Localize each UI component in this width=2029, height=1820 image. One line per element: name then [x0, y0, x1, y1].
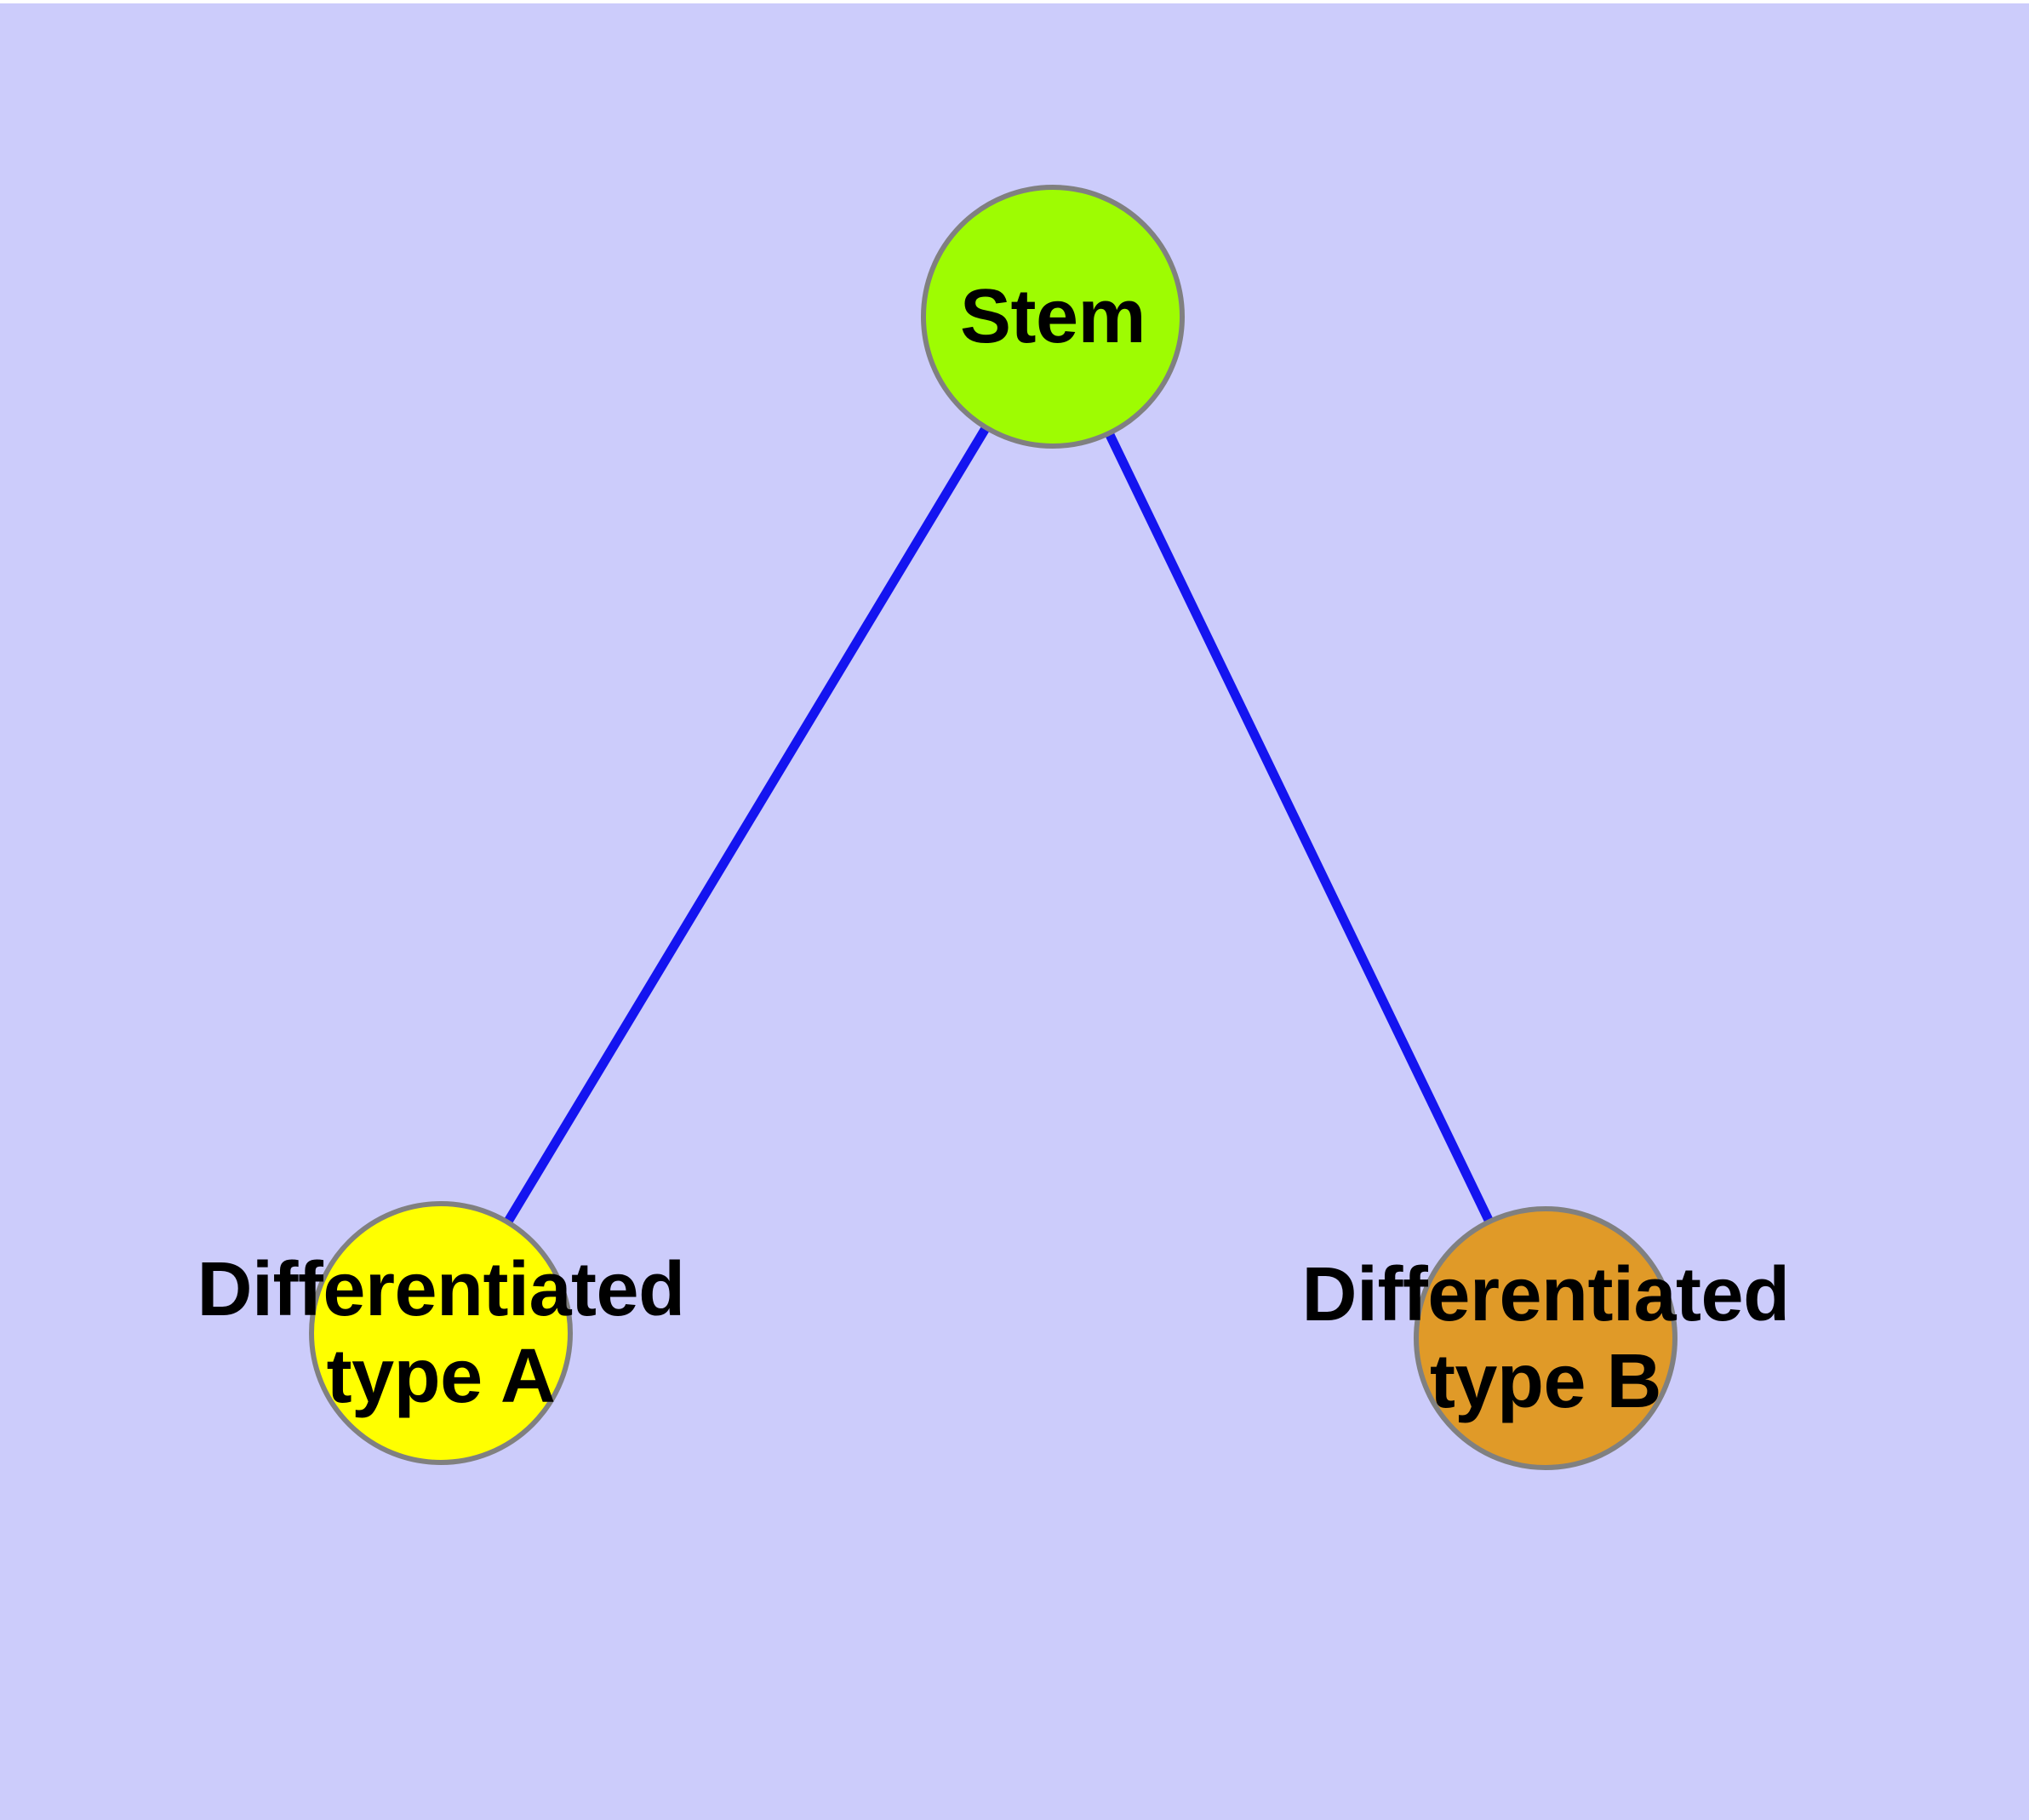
edge-layer — [437, 314, 1550, 1341]
node-stem-circle[interactable] — [921, 185, 1185, 449]
node-diff-b-circle[interactable] — [1414, 1206, 1677, 1470]
node-layer — [309, 185, 1677, 1470]
edge-stem-to-diff-a[interactable] — [437, 314, 1057, 1336]
node-diff-a-circle[interactable] — [309, 1201, 573, 1465]
edge-stem-to-diff-b[interactable] — [1049, 314, 1550, 1341]
